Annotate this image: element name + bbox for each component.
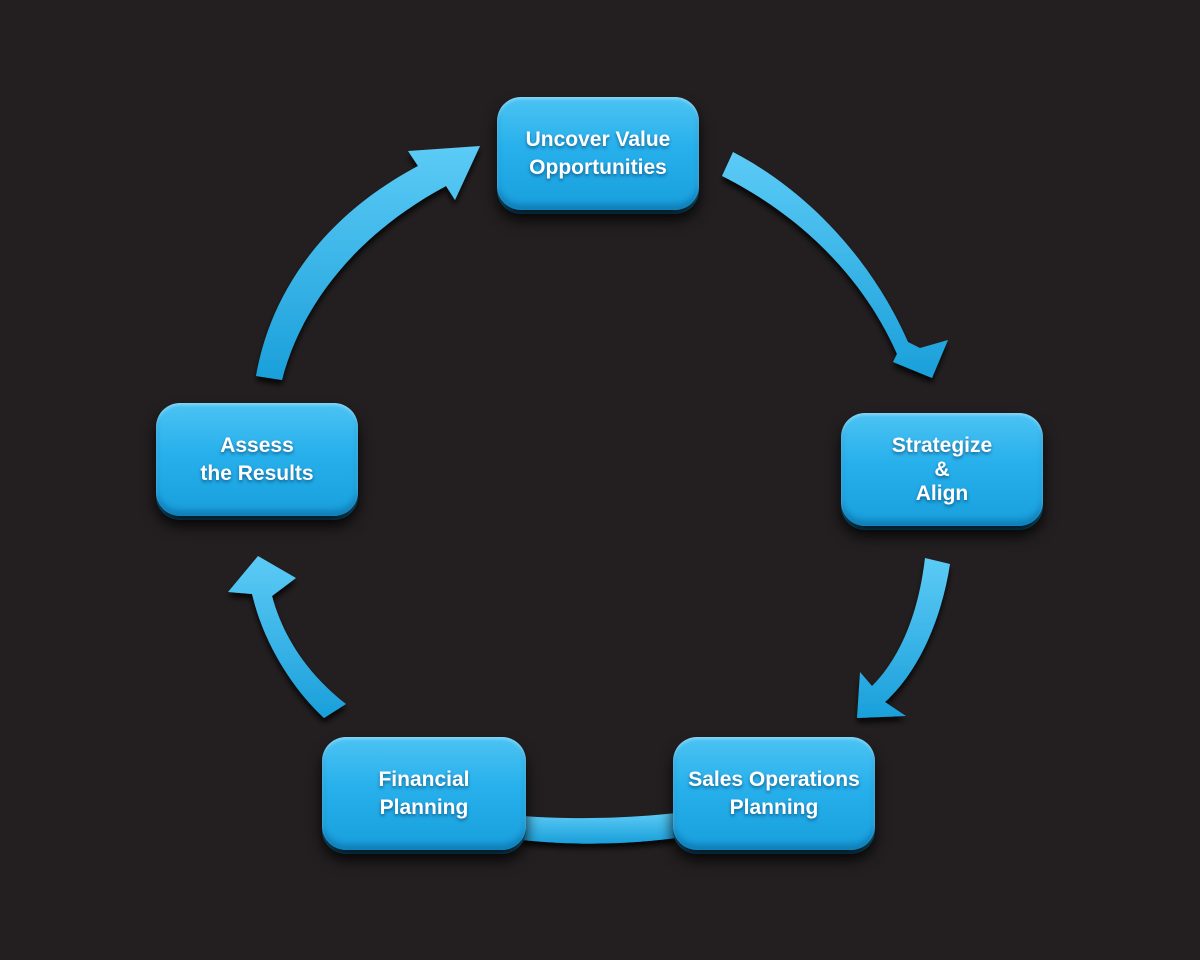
step-label: Strategize & Align: [891, 433, 993, 505]
step-financial-planning[interactable]: Financial Planning: [322, 737, 526, 850]
arrow-financial-to-assess: [228, 556, 346, 718]
arrow-sales-ops-to-financial: [522, 813, 676, 844]
step-uncover-value-opportunities[interactable]: Uncover Value Opportunities: [497, 97, 699, 210]
step-sales-operations-planning[interactable]: Sales Operations Planning: [673, 737, 875, 850]
arrow-assess-to-uncover: [256, 146, 480, 380]
step-assess-the-results[interactable]: Assess the Results: [156, 403, 358, 516]
step-label: Financial Planning: [378, 767, 470, 819]
step-label: Uncover Value Opportunities: [525, 127, 671, 179]
step-label: Sales Operations Planning: [688, 767, 860, 819]
step-label: Assess the Results: [200, 433, 314, 485]
step-strategize-align[interactable]: Strategize & Align: [841, 413, 1043, 526]
arrow-strategize-to-sales-ops: [857, 558, 950, 718]
arrow-uncover-to-strategize: [722, 152, 948, 378]
